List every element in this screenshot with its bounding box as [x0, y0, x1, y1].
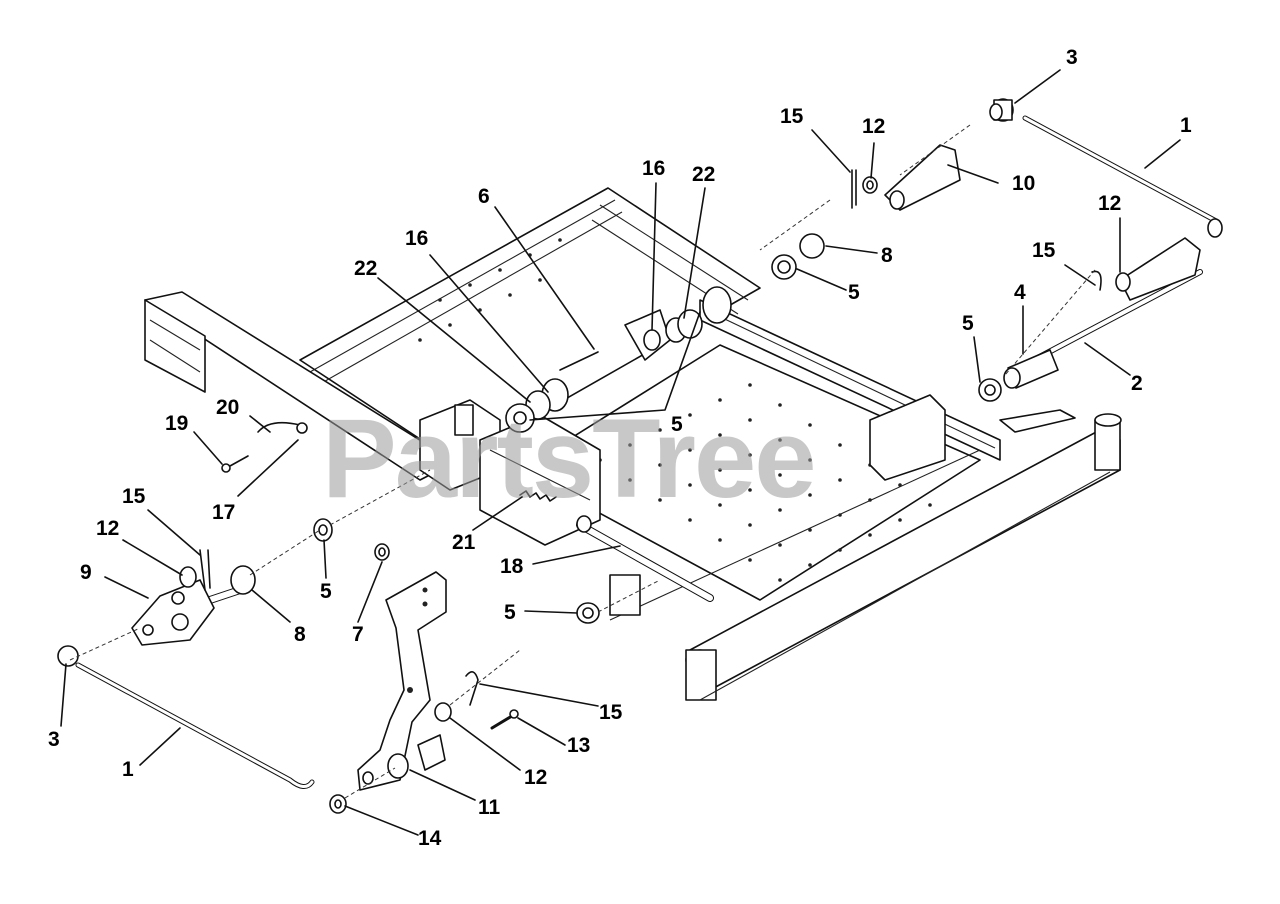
callout-5: 5: [320, 580, 332, 603]
callout-21: 21: [452, 531, 476, 554]
callout-3: 3: [1066, 46, 1078, 69]
callout-12: 12: [1098, 192, 1121, 215]
callout-1: 1: [122, 758, 134, 781]
callout-16: 16: [642, 157, 665, 180]
callout-22: 22: [692, 163, 715, 186]
callout-17: 17: [212, 501, 235, 524]
callout-10: 10: [1012, 172, 1035, 195]
callout-22: 22: [354, 257, 377, 280]
callout-5: 5: [671, 413, 683, 436]
callout-8: 8: [881, 244, 893, 267]
callout-12: 12: [862, 115, 885, 138]
callout-11: 11: [478, 796, 501, 819]
callout-15: 15: [1032, 239, 1056, 262]
callout-8: 8: [294, 623, 306, 646]
callout-6: 6: [478, 185, 490, 208]
callout-12: 12: [96, 517, 119, 540]
callout-7: 7: [352, 623, 364, 646]
callout-5: 5: [962, 312, 974, 335]
callout-3: 3: [48, 728, 60, 751]
mower-frame: [144, 187, 1122, 701]
callout-9: 9: [80, 561, 92, 584]
callout-15: 15: [599, 701, 623, 724]
callout-18: 18: [500, 555, 524, 578]
callout-labels: 3 1 15 12 10 16 22 6 12 15 8 5 4 5 2 16 …: [48, 46, 1192, 850]
callout-1: 1: [1180, 114, 1192, 137]
callout-4: 4: [1014, 281, 1026, 304]
callout-2: 2: [1131, 372, 1143, 395]
perforated-plate: [418, 238, 932, 582]
callout-5: 5: [848, 281, 860, 304]
leader-lines: [60, 69, 1181, 836]
callout-12: 12: [524, 766, 547, 789]
callout-16: 16: [405, 227, 428, 250]
callout-13: 13: [567, 734, 590, 757]
callout-15: 15: [122, 485, 146, 508]
assembly-lines: [69, 124, 1096, 799]
hardware-parts: [131, 144, 1201, 814]
callout-14: 14: [418, 827, 442, 850]
callout-20: 20: [216, 396, 239, 419]
watermark-text: PartsTree: [322, 396, 815, 521]
callout-19: 19: [165, 412, 188, 435]
callout-5: 5: [504, 601, 516, 624]
callout-15: 15: [780, 105, 804, 128]
